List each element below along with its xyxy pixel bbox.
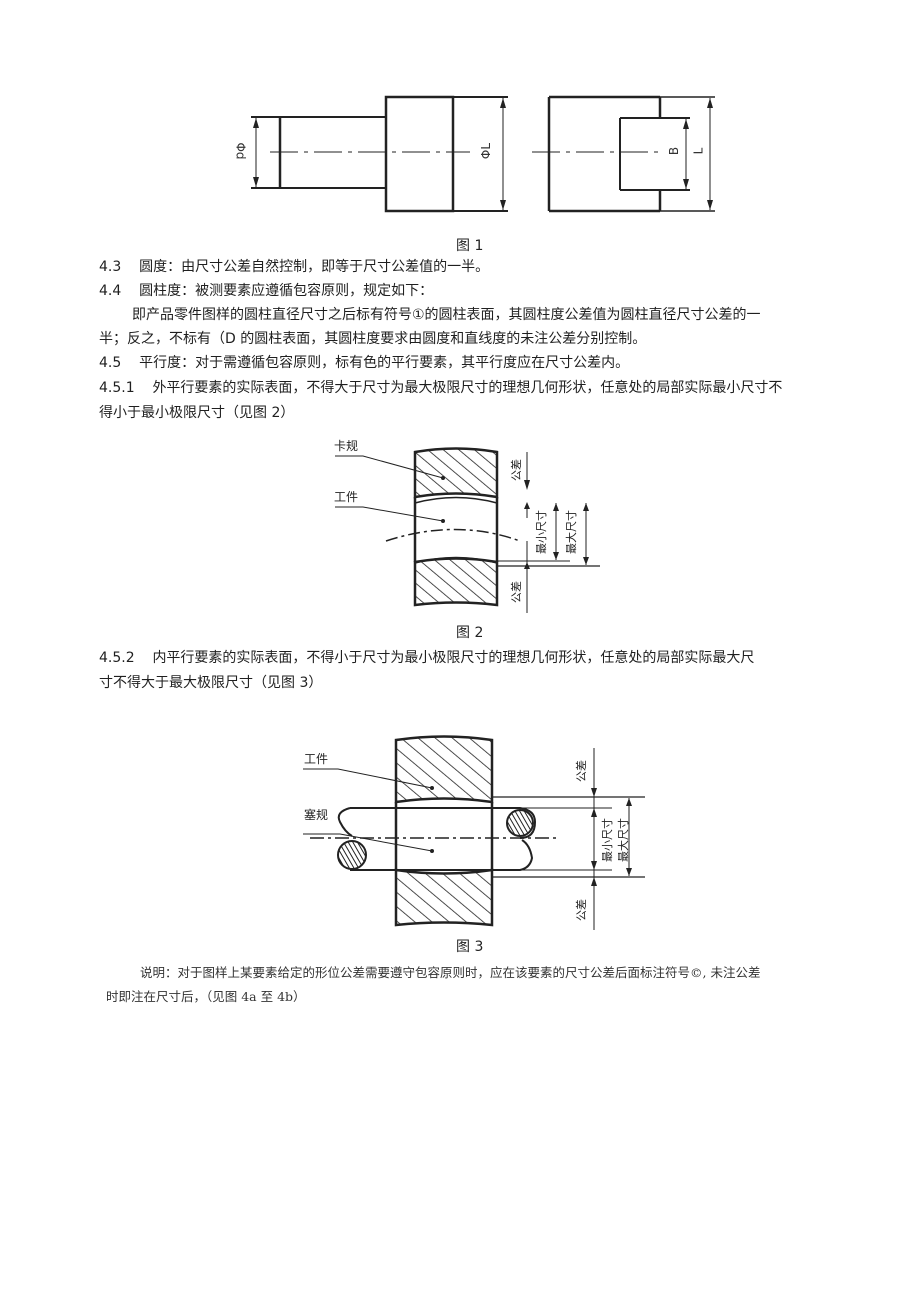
figure-3-label-workpiece: 工件 xyxy=(304,752,329,766)
label-text: 最小尺寸 xyxy=(601,818,614,862)
section-4-4: 4.4 圆柱度：被测要素应遵循包容原则，规定如下： xyxy=(99,281,433,301)
section-number: 4.3 xyxy=(99,259,122,275)
note-line-2: 时即注在尺寸后，（见图 4a 至 4b） xyxy=(106,989,306,1004)
figure-3-label-plug-gauge: 塞规 xyxy=(304,808,329,822)
section-4-5-2-line-1: 4.5.2 内平行要素的实际表面，不得小于尺寸为最小极限尺寸的理想几何形状，任意… xyxy=(99,648,754,668)
section-text: 外平行要素的实际表面，不得大于尺寸为最大极限尺寸的理想几何形状，任意处的局部实际… xyxy=(152,380,783,396)
figure-3-label-max-size: 最大尺寸 xyxy=(615,818,631,862)
section-number: 4.5 xyxy=(99,355,122,371)
figure-3-label-tolerance-top: 公差 xyxy=(573,760,589,782)
section-text: 圆度：由尺寸公差自然控制，即等于尺寸公差值的一半。 xyxy=(139,259,490,275)
label-text: 公差 xyxy=(510,459,523,481)
figure-1-caption: 图 1 xyxy=(456,238,484,254)
figure-1-label-B: B xyxy=(667,147,681,155)
section-text: 平行度：对于需遵循包容原则，标有色的平行要素，其平行度应在尺寸公差内。 xyxy=(139,355,630,371)
figure-3-caption: 图 3 xyxy=(456,939,484,955)
figure-1-label-phi-d: Φd xyxy=(234,142,248,159)
note-line-1: 说明：对于图样上某要素给定的形位公差需要遵守包容原则时，应在该要素的尺寸公差后面… xyxy=(140,965,761,980)
figure-3-label-min-size: 最小尺寸 xyxy=(599,818,615,862)
figure-3-label-tolerance-bottom: 公差 xyxy=(573,899,589,921)
label-phi-L: ΦL xyxy=(479,142,494,160)
section-number: 4.5.2 xyxy=(99,650,135,666)
figure-1-label-phi-L: ΦL xyxy=(479,143,493,159)
label-text: 公差 xyxy=(575,899,588,921)
section-4-3: 4.3 圆度：由尺寸公差自然控制，即等于尺寸公差值的一半。 xyxy=(99,257,489,277)
label-text: 最大尺寸 xyxy=(565,510,578,554)
label-B: B xyxy=(667,146,682,156)
figure-2-label-min-size: 最小尺寸 xyxy=(533,510,549,554)
label-L: L xyxy=(691,147,706,155)
section-4-4-paragraph-line-1: 即产品零件图样的圆柱直径尺寸之后标有符号①的圆柱表面，其圆柱度公差值为圆柱直径尺… xyxy=(132,307,761,323)
figure-2-label-workpiece: 工件 xyxy=(334,490,359,504)
figure-1-drawing xyxy=(251,95,715,213)
figure-2-label-gauge: 卡规 xyxy=(334,439,359,453)
section-4-5-1-line-1: 4.5.1 外平行要素的实际表面，不得大于尺寸为最大极限尺寸的理想几何形状，任意… xyxy=(99,378,782,398)
label-text: 最小尺寸 xyxy=(535,510,548,554)
section-number: 4.4 xyxy=(99,283,122,299)
figure-2-caption: 图 2 xyxy=(456,625,484,641)
section-text: 圆柱度：被测要素应遵循包容原则，规定如下： xyxy=(139,283,434,299)
section-4-5: 4.5 平行度：对于需遵循包容原则，标有色的平行要素，其平行度应在尺寸公差内。 xyxy=(99,353,629,373)
label-text: 公差 xyxy=(510,581,523,603)
label-phi-d: Φd xyxy=(233,142,248,160)
figure-3-drawing xyxy=(303,735,645,930)
figure-1-label-L: L xyxy=(691,148,705,155)
figure-2-label-tolerance-bottom: 公差 xyxy=(508,581,524,603)
section-4-5-1-line-2: 得小于最小极限尺寸（见图 2） xyxy=(99,405,295,421)
figure-2-drawing xyxy=(335,447,600,613)
section-text: 内平行要素的实际表面，不得小于尺寸为最小极限尺寸的理想几何形状，任意处的局部实际… xyxy=(152,650,755,666)
figure-2-label-max-size: 最大尺寸 xyxy=(563,510,579,554)
figure-2-label-tolerance-top: 公差 xyxy=(508,459,524,481)
section-number: 4.5.1 xyxy=(99,380,135,396)
label-text: 最大尺寸 xyxy=(617,818,630,862)
section-4-5-2-line-2: 寸不得大于最大极限尺寸（见图 3） xyxy=(99,675,323,691)
label-text: 公差 xyxy=(575,760,588,782)
section-4-4-paragraph-line-2: 半；反之，不标有（D 的圆柱表面，其圆柱度要求由圆度和直线度的未注公差分别控制。 xyxy=(99,331,647,347)
